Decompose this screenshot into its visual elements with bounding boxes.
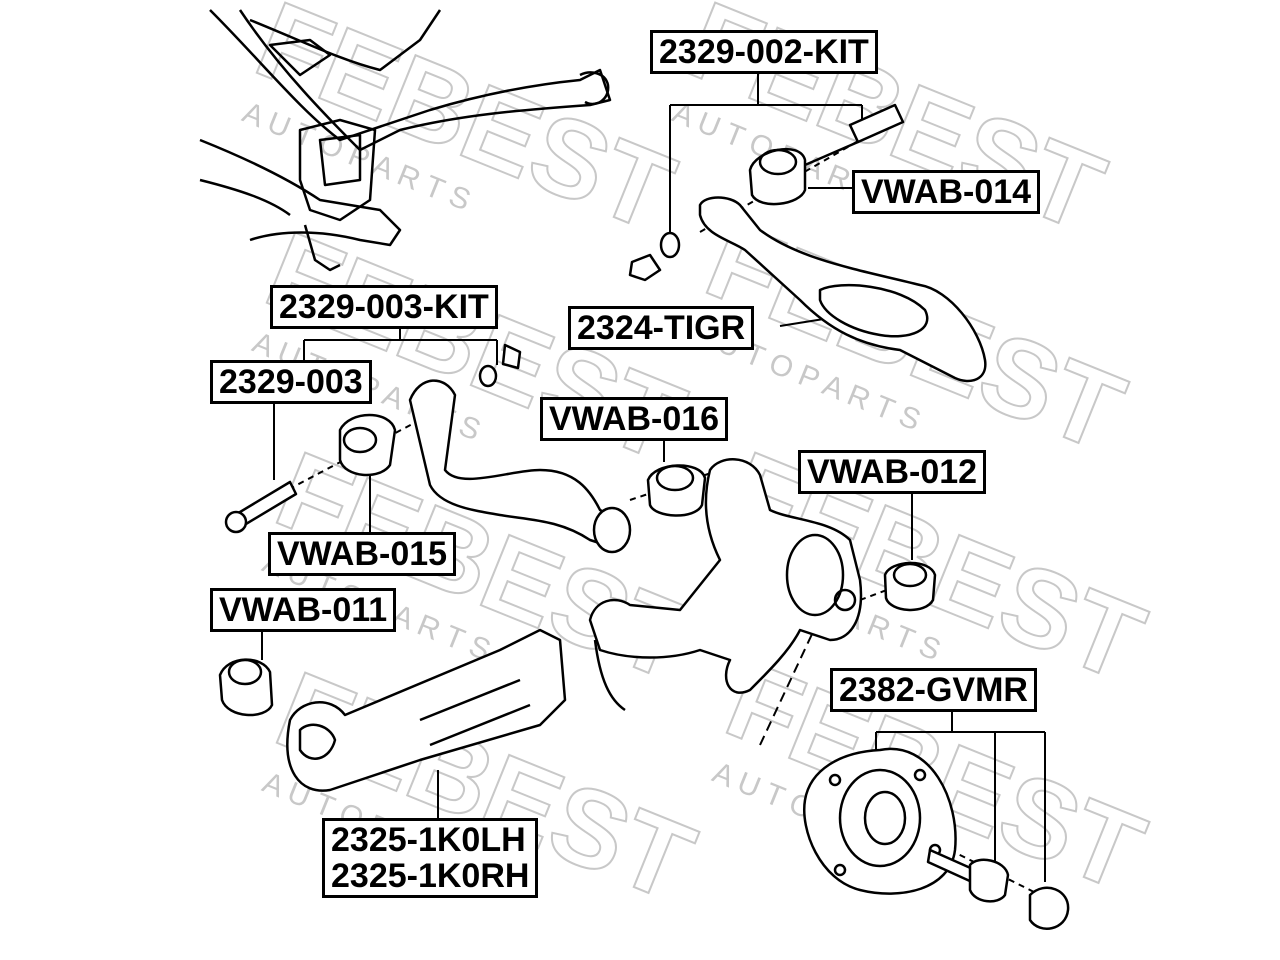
upper-arm-assembly xyxy=(628,103,987,383)
label-2325-1k0lh-rh[interactable]: 2325-1K0LH 2325-1K0RH xyxy=(322,818,539,898)
label-vwab-015[interactable]: VWAB-015 xyxy=(268,532,457,576)
label-vwab-014[interactable]: VWAB-014 xyxy=(852,170,1041,214)
hub-assembly xyxy=(803,747,1070,930)
label-2325-1k0lh: 2325-1K0LH xyxy=(331,821,526,859)
label-vwab-011[interactable]: VWAB-011 xyxy=(210,588,397,632)
trailing-arm-assembly xyxy=(218,628,567,792)
bushing-vwab-016 xyxy=(646,464,707,517)
label-vwab-016[interactable]: VWAB-016 xyxy=(540,397,729,441)
label-2329-002-kit[interactable]: 2329-002-KIT xyxy=(650,30,878,74)
label-2325-1k0rh: 2325-1K0RH xyxy=(331,857,530,895)
label-2324-tigr[interactable]: 2324-TIGR xyxy=(568,306,755,350)
label-2329-003[interactable]: 2329-003 xyxy=(210,360,372,404)
label-vwab-012[interactable]: VWAB-012 xyxy=(798,450,987,494)
bushing-vwab-012 xyxy=(883,561,937,612)
subframe-drawing xyxy=(199,9,612,272)
label-2382-gvmr[interactable]: 2382-GVMR xyxy=(830,668,1037,712)
lower-arm-assembly xyxy=(224,343,632,554)
label-2329-003-kit[interactable]: 2329-003-KIT xyxy=(270,285,498,329)
knuckle-drawing xyxy=(588,458,863,712)
